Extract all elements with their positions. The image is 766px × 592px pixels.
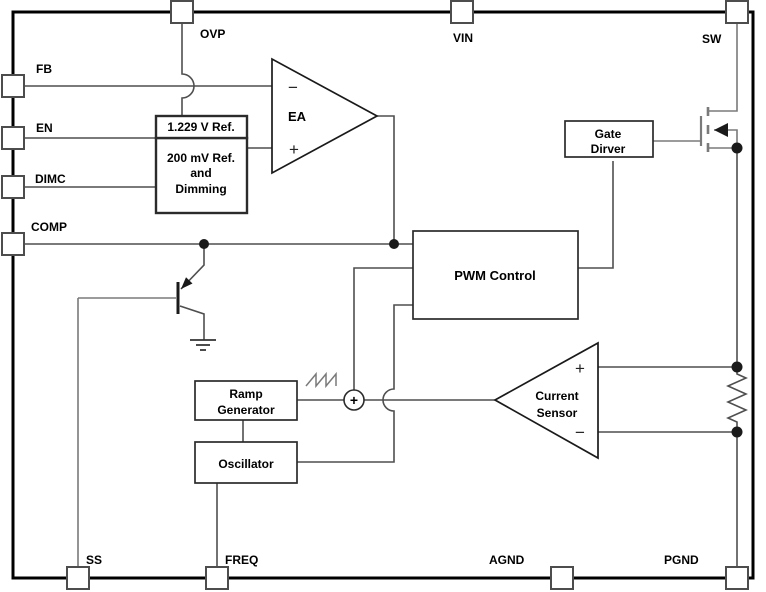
pin-square-sw (725, 0, 749, 24)
emitter-arrow-icon (181, 277, 193, 289)
nmos-fet (653, 23, 738, 152)
pin-square-comp (1, 232, 25, 256)
label-driver: Dirver (591, 142, 626, 156)
block-ramp-generator (194, 380, 298, 421)
pin-label-dimc: DIMC (35, 172, 66, 186)
wire-pwm-to-gatedriver (578, 161, 614, 269)
chip-outline (11, 10, 755, 580)
summing-junction (343, 389, 365, 411)
pin-label-agnd: AGND (489, 553, 525, 567)
pin-label-pgnd: PGND (664, 553, 699, 567)
pin-square-vin (450, 0, 474, 24)
ea-minus-icon: − (288, 78, 298, 97)
mosfet-body-arrow-icon (714, 123, 728, 137)
pin-square-ss (66, 566, 90, 590)
transistor-collector (179, 305, 205, 340)
label-oscillator: Oscillator (218, 457, 274, 471)
label-sensor: Sensor (537, 406, 578, 420)
junction-dot (731, 361, 743, 373)
wire-sum-to-pwm (353, 267, 413, 390)
label-current: Current (535, 389, 578, 403)
label-ref-1v229: 1.229 V Ref. (167, 120, 234, 134)
wire-ea-output (377, 115, 395, 244)
block-pwm-control (412, 230, 579, 320)
cs-minus-icon: − (575, 423, 585, 442)
sum-plus-icon: + (350, 392, 358, 408)
junction-dot (389, 239, 399, 249)
label-ref-dimming: Dimming (175, 182, 226, 196)
label-ea: EA (288, 109, 307, 124)
pin-label-freq: FREQ (225, 553, 258, 567)
pin-label-vin: VIN (453, 31, 473, 45)
pin-label-ss: SS (86, 553, 102, 567)
pin-square-en (1, 126, 25, 150)
pin-square-pgnd (725, 566, 749, 590)
block-oscillator (194, 441, 298, 484)
label-ref-and: and (190, 166, 211, 180)
pnp-transistor (176, 244, 216, 351)
label-generator: Generator (217, 403, 275, 417)
label-gate: Gate (595, 127, 622, 141)
label-ref-200mv: 200 mV Ref. (167, 151, 235, 165)
pin-square-freq (205, 566, 229, 590)
cs-plus-icon: + (575, 359, 585, 378)
ea-plus-icon: + (289, 140, 299, 159)
current-sensor-triangle (493, 341, 599, 460)
pin-label-sw: SW (702, 32, 722, 46)
pin-label-en: EN (36, 121, 53, 135)
pin-label-fb: FB (36, 62, 52, 76)
sawtooth-waveform-icon (305, 371, 337, 389)
pin-square-fb (1, 74, 25, 98)
ground-icon (190, 339, 216, 351)
pin-square-dimc (1, 175, 25, 199)
block-ref-dimming (154, 136, 249, 215)
pin-label-ovp: OVP (200, 27, 225, 41)
ea-amplifier-triangle (271, 57, 379, 175)
label-pwm-control: PWM Control (454, 268, 536, 283)
block-ref-1v229 (154, 114, 249, 140)
sense-resistor-icon (726, 367, 748, 432)
junction-dot (731, 426, 743, 438)
block-gate-driver (564, 120, 654, 158)
junction-dot (199, 239, 209, 249)
mosfet-drain-to-sw (709, 23, 738, 112)
junction-dot (731, 142, 743, 154)
pin-square-agnd (550, 566, 574, 590)
pin-label-comp: COMP (31, 220, 67, 234)
label-ramp: Ramp (229, 387, 262, 401)
pin-square-ovp (170, 0, 194, 24)
